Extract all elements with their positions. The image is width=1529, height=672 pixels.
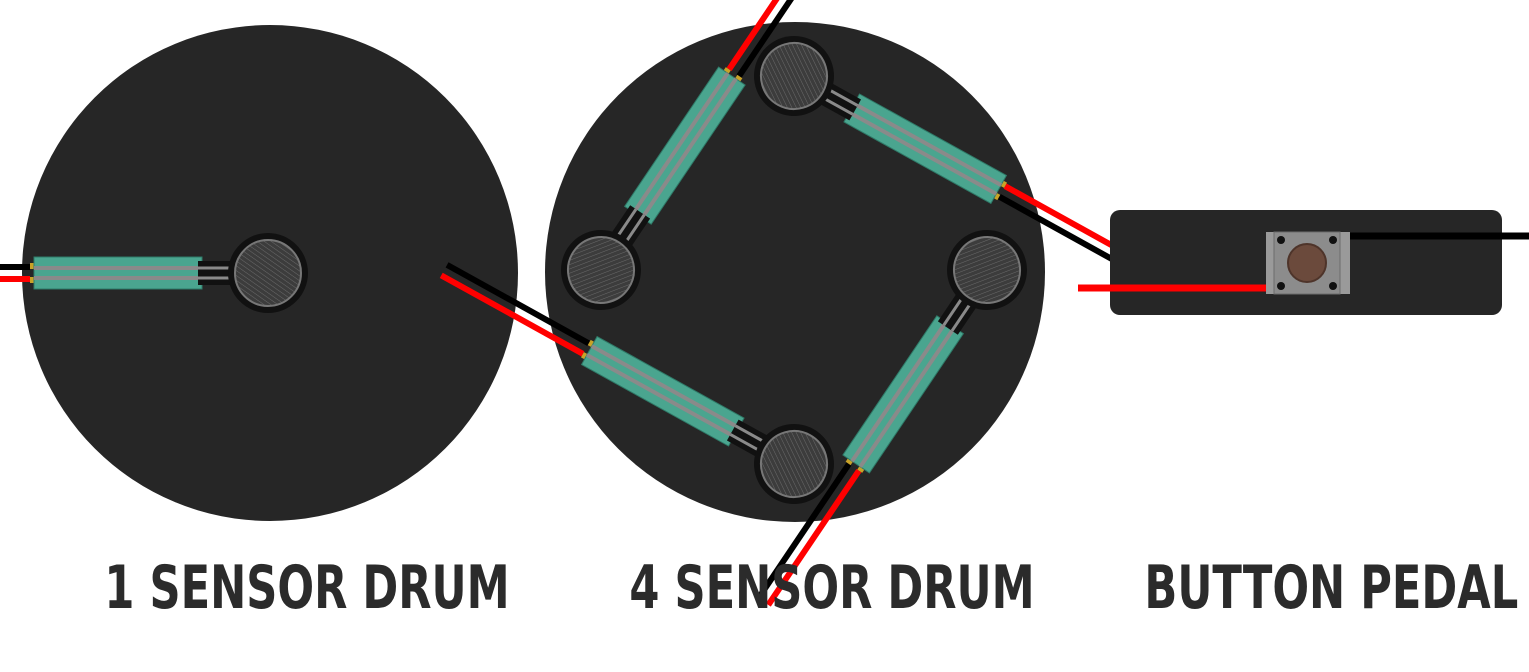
four-sensor-drum-label: 4 SENSOR DRUM [629,553,1035,623]
button-pedal-label: BUTTON PEDAL [1144,553,1519,623]
four-sensor-drum [425,0,1163,624]
one-sensor-drum [0,25,518,521]
one-sensor-drum-label: 1 SENSOR DRUM [104,553,510,623]
button-pedal [1078,210,1529,315]
push-button-icon [1266,231,1350,295]
